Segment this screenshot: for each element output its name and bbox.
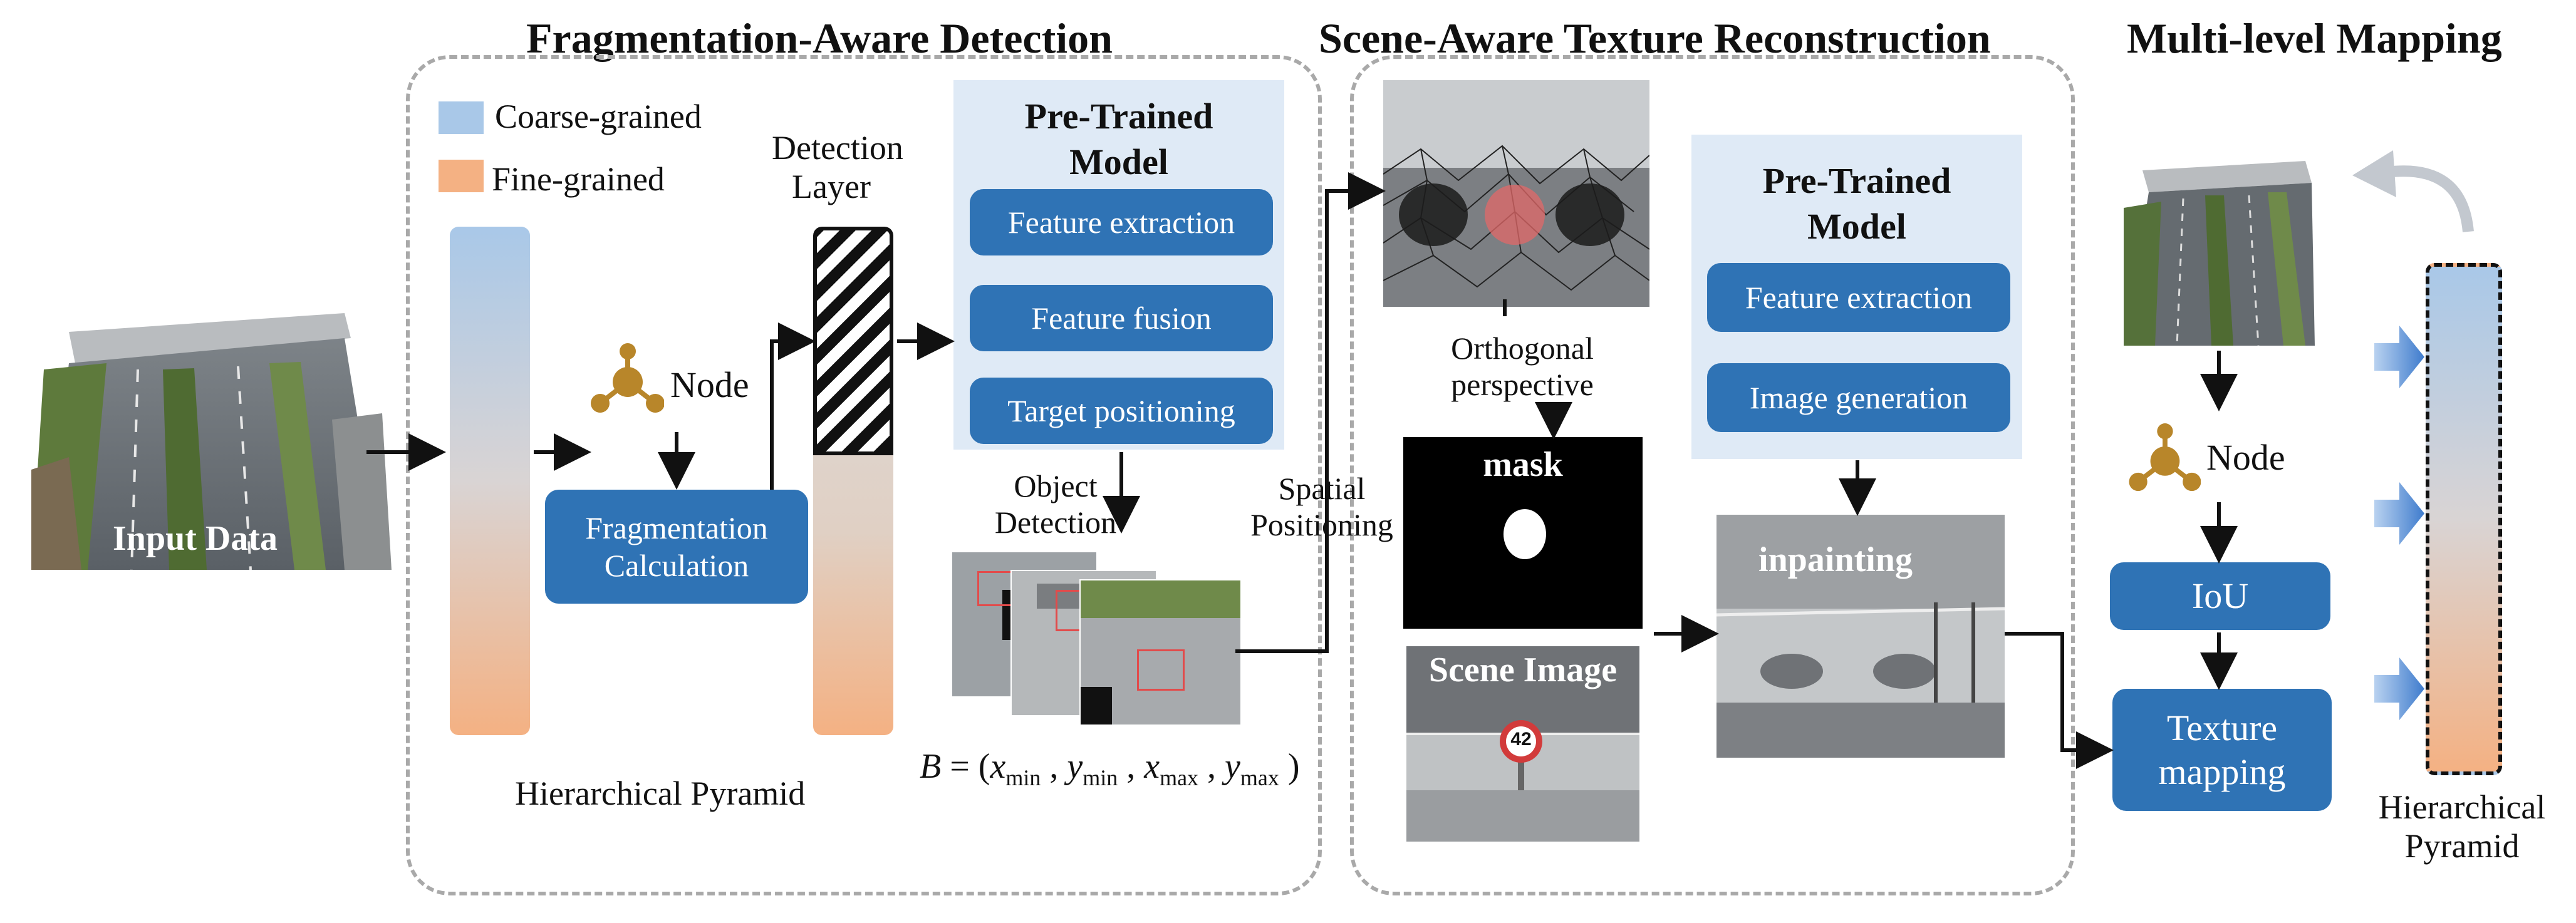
formula-xmin-sub: min <box>1005 765 1041 791</box>
image-generation-box: Image generation <box>1707 363 2010 432</box>
inpainting-label: inpainting <box>1758 540 1913 579</box>
object-detection-label: Object Detection <box>994 468 1117 540</box>
fragmentation-calculation-box: Fragmentation Calculation <box>545 490 808 604</box>
legend-fine-label: Fine-grained <box>492 160 665 198</box>
feature-extraction-box-2: Feature extraction <box>1707 263 2010 332</box>
input-data-label: Input Data <box>113 519 278 558</box>
scene-image-label: Scene Image <box>1428 651 1618 689</box>
formula-ymin: y <box>1067 747 1083 786</box>
title-detection: Fragmentation-Aware Detection <box>526 14 1113 62</box>
arrow-inpaint-to-texture <box>2005 632 2114 769</box>
input-data-image <box>31 294 395 582</box>
formula-xmax: x <box>1144 747 1160 786</box>
iou-box: IoU <box>2110 562 2330 630</box>
formula-ymax: y <box>1225 747 1240 786</box>
detection-section-box <box>406 55 1322 895</box>
scene-image: 42 Scene Image <box>1406 646 1639 842</box>
legend-fine-swatch <box>439 160 484 192</box>
legend-coarse-label: Coarse-grained <box>495 98 702 135</box>
mask-label: mask <box>1483 445 1563 484</box>
mesh-image <box>1383 80 1649 307</box>
mask-hole <box>1504 509 1546 559</box>
detection-layer-bar <box>813 227 893 735</box>
feature-fusion-box: Feature fusion <box>970 285 1273 351</box>
legend-coarse-swatch <box>439 101 484 134</box>
detection-layer-label: Detection Layer <box>772 129 903 206</box>
node-icon <box>591 343 664 413</box>
texture-mapping-box: Texture mapping <box>2112 689 2332 811</box>
arrow-frag-to-layer <box>770 322 816 490</box>
title-reconstruction: Scene-Aware Texture Reconstruction <box>1319 14 1991 62</box>
formula-lhs: B <box>920 747 942 786</box>
hierarchical-pyramid-bar <box>450 227 530 735</box>
mapping-result-image <box>2124 158 2315 346</box>
bbox-formula: B = (xmin , ymin , xmax , ymax ) <box>920 747 1300 791</box>
node-icon-mapping <box>2129 423 2201 492</box>
mask-image: mask <box>1403 437 1643 629</box>
target-positioning-box: Target positioning <box>970 378 1273 444</box>
formula-ymax-sub: max <box>1240 765 1279 791</box>
pyramid-feed-arrows <box>2374 326 2424 720</box>
detection-image-stack <box>951 551 1242 739</box>
pretrained-model-title-2: Pre-Trained Model <box>1762 160 1951 247</box>
reconstruction-section-box <box>1350 55 2075 895</box>
orthogonal-perspective-label: Orthogonal perspective <box>1451 331 1594 402</box>
mapping-pyramid-bar <box>2426 263 2502 775</box>
pretrained-model-title-1: Pre-Trained Model <box>1024 96 1213 182</box>
formula-ymin-sub: min <box>1083 765 1118 791</box>
feed-arrow-bottom <box>2374 657 2424 720</box>
arrow-detection-to-mesh <box>1235 172 1386 653</box>
node-label: Node <box>670 364 749 405</box>
formula-xmax-sub: max <box>1160 765 1199 791</box>
title-mapping: Multi-level Mapping <box>2127 14 2502 62</box>
mapping-pyramid-label: Hierarchical Pyramid <box>2378 788 2546 865</box>
hierarchical-pyramid-label: Hierarchical Pyramid <box>515 775 806 812</box>
feed-arrow-middle <box>2374 482 2424 545</box>
scene-sign-text: 42 <box>1510 729 1532 750</box>
return-arrow-icon <box>2352 150 2474 232</box>
spatial-positioning-label: Spatial Positioning <box>1250 471 1393 542</box>
feature-extraction-box-1: Feature extraction <box>970 189 1273 255</box>
formula-xmin: x <box>990 747 1006 786</box>
inpainting-image: inpainting <box>1716 515 2005 758</box>
node-label-mapping: Node <box>2206 437 2285 478</box>
feed-arrow-top <box>2374 326 2424 388</box>
